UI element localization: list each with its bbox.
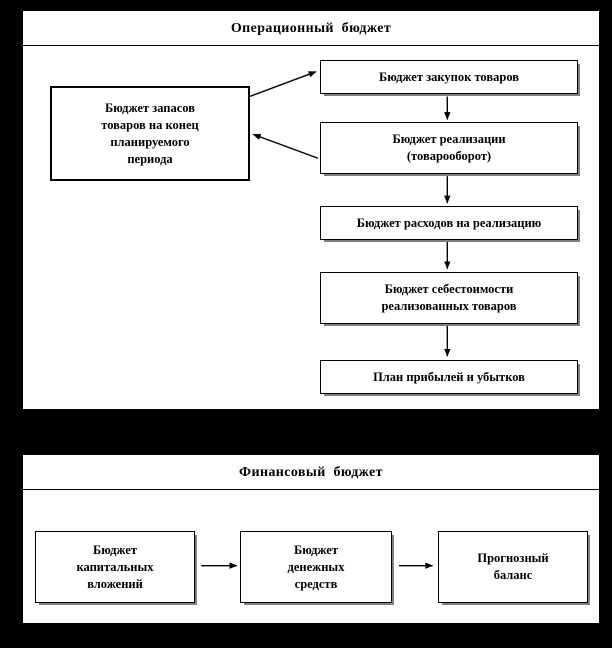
operating-budget-panel: Операционный бюджет Бюджет запасов товар… — [22, 10, 600, 410]
node-purchase-budget[interactable]: Бюджет закупок товаров — [320, 60, 578, 94]
node-sales-budget[interactable]: Бюджет реализации (товарооборот) — [320, 122, 578, 174]
node-inventory-budget[interactable]: Бюджет запасов товаров на конец планируе… — [50, 86, 250, 181]
financial-budget-panel: Финансовый бюджет Бюджет капитальных вло… — [22, 454, 600, 624]
financial-budget-title: Финансовый бюджет — [23, 455, 599, 490]
operating-budget-title: Операционный бюджет — [23, 11, 599, 46]
node-capital-investment-budget[interactable]: Бюджет капитальных вложений — [35, 531, 195, 603]
node-cost-of-goods-sold-budget[interactable]: Бюджет себестоимости реализованных товар… — [320, 272, 578, 324]
node-selling-expenses-budget[interactable]: Бюджет расходов на реализацию — [320, 206, 578, 240]
edge-sales-to-stock — [252, 133, 319, 159]
node-profit-and-loss-plan[interactable]: План прибылей и убытков — [320, 360, 578, 394]
node-forecast-balance-sheet[interactable]: Прогнозный баланс — [438, 531, 588, 603]
node-cash-budget[interactable]: Бюджет денежных средств — [240, 531, 392, 603]
edge-stock-to-purchase — [249, 71, 317, 98]
